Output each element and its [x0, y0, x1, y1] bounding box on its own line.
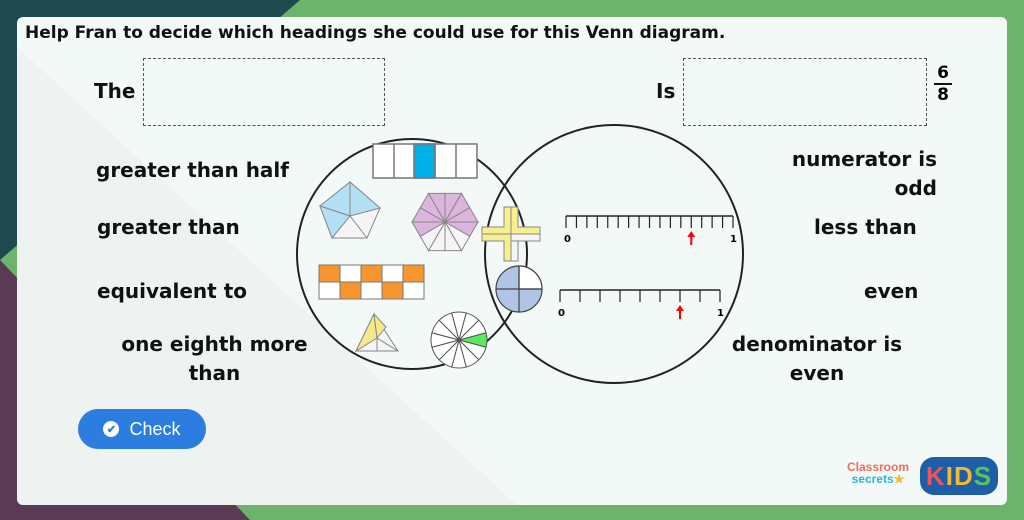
grid-cell: [402, 264, 425, 283]
grid-cell: [381, 281, 404, 300]
check-icon: ✔: [103, 421, 120, 437]
option-greater-than[interactable]: greater than: [97, 215, 240, 239]
number-line-start-label: 0: [564, 234, 571, 245]
fraction-six-eighths: 6 8: [934, 63, 952, 105]
hexagon-fraction: [411, 192, 479, 252]
circle-quarters: [495, 265, 543, 313]
cross-fraction: [481, 206, 541, 262]
heading-right-prefix: Is: [656, 79, 676, 103]
option-less-than[interactable]: less than: [814, 215, 917, 239]
venn-right-circle: [484, 124, 744, 384]
grid-cell: [402, 281, 425, 300]
number-line-start-label: 0: [558, 308, 565, 319]
wheel-segment: [457, 319, 487, 341]
bar-one-fifth: [372, 143, 478, 179]
grid-cell: [339, 281, 362, 300]
grid-cell: [360, 281, 383, 300]
heading-left-dropzone[interactable]: [143, 58, 385, 126]
grid-cell: [318, 281, 341, 300]
grid-cell: [339, 264, 362, 283]
red-arrow-icon: [687, 231, 696, 245]
option-numerator-is-odd[interactable]: numerator is odd: [791, 147, 937, 200]
option-one-eighth-more-than[interactable]: one eighth more than: [121, 332, 308, 385]
grid-cell: [318, 264, 341, 283]
fraction-denominator: 8: [937, 85, 949, 105]
number-line-end-label: 1: [730, 234, 737, 245]
circle-twelfths: [430, 311, 488, 369]
number-line-end-label: 1: [717, 308, 724, 319]
hexagon-segment: [443, 207, 479, 223]
red-arrow-icon: [676, 305, 684, 319]
panel-shade: [17, 47, 517, 505]
question-text: Help Fran to decide which headings she c…: [25, 23, 726, 43]
option-even[interactable]: even: [864, 279, 919, 303]
option-denominator-is-even[interactable]: denominator is even: [731, 332, 903, 385]
activity-panel: Help Fran to decide which headings she c…: [17, 17, 1007, 505]
heading-right-dropzone[interactable]: [683, 58, 927, 126]
option-greater-than-half[interactable]: greater than half: [96, 158, 289, 182]
check-button[interactable]: ✔ Check: [78, 409, 206, 449]
triangle-fraction: [354, 312, 399, 353]
grid-cell: [381, 264, 404, 283]
fraction-numerator: 6: [937, 63, 949, 83]
option-equivalent-to[interactable]: equivalent to: [97, 279, 247, 303]
grid-cell: [360, 264, 383, 283]
heading-left-prefix: The: [94, 79, 136, 103]
grid-fraction: [318, 264, 425, 300]
venn-left-circle: [296, 138, 528, 370]
pentagon-fraction: [318, 180, 382, 239]
check-button-label: Check: [129, 418, 181, 439]
